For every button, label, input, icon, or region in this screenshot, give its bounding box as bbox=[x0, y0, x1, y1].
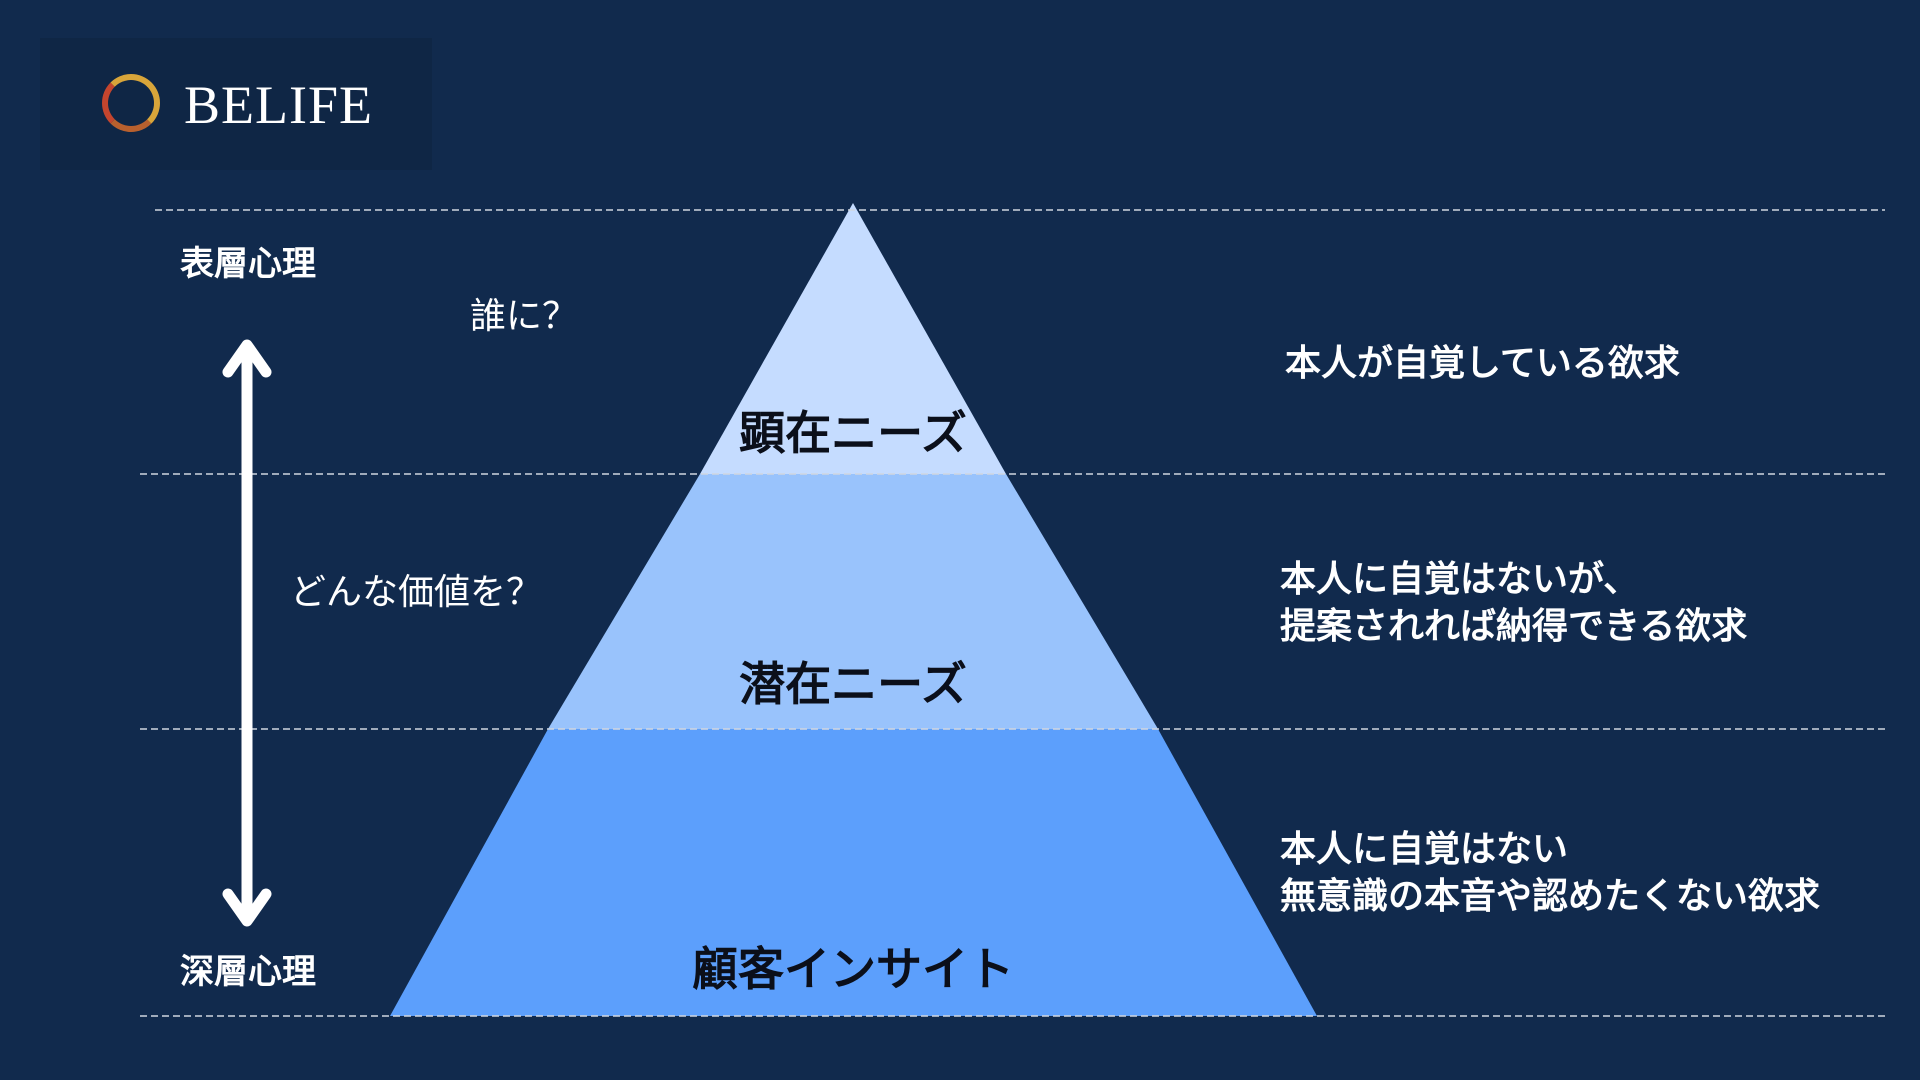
tier-label-latent-needs: 潜在ニーズ bbox=[739, 657, 967, 711]
surface-psychology-label: 表層心理 bbox=[180, 244, 316, 284]
logo-ring-icon bbox=[102, 74, 160, 132]
description-line: 本人に自覚はないが、 bbox=[1280, 558, 1640, 600]
tier-label-customer-insight: 顧客インサイト bbox=[692, 942, 1014, 996]
tier-description-latent-needs: 本人に自覚はないが、 提案されれば納得できる欲求 bbox=[1280, 556, 1747, 650]
description-line: 本人が自覚している欲求 bbox=[1285, 342, 1680, 384]
tier-bottom-shape bbox=[390, 729, 1317, 1016]
double-arrow-icon bbox=[222, 339, 272, 927]
tier-description-overt-needs: 本人が自覚している欲求 bbox=[1285, 340, 1680, 387]
question-what-value: どんな価値を？ bbox=[290, 572, 543, 613]
description-line: 提案されれば納得できる欲求 bbox=[1280, 604, 1748, 647]
logo-text: BELIFE bbox=[184, 75, 373, 135]
tier-label-overt-needs: 顕在ニーズ bbox=[739, 406, 967, 460]
tier-middle-shape bbox=[548, 474, 1158, 729]
deep-psychology-label: 深層心理 bbox=[180, 952, 316, 992]
description-line: 無意識の本音や認めたくない欲求 bbox=[1280, 874, 1821, 917]
description-line: 本人に自覚はない bbox=[1280, 828, 1569, 870]
question-who: 誰に？ bbox=[470, 296, 579, 337]
tier-top-shape bbox=[700, 203, 1006, 474]
logo: BELIFE bbox=[40, 38, 432, 170]
tier-description-customer-insight: 本人に自覚はない 無意識の本音や認めたくない欲求 bbox=[1280, 826, 1820, 920]
